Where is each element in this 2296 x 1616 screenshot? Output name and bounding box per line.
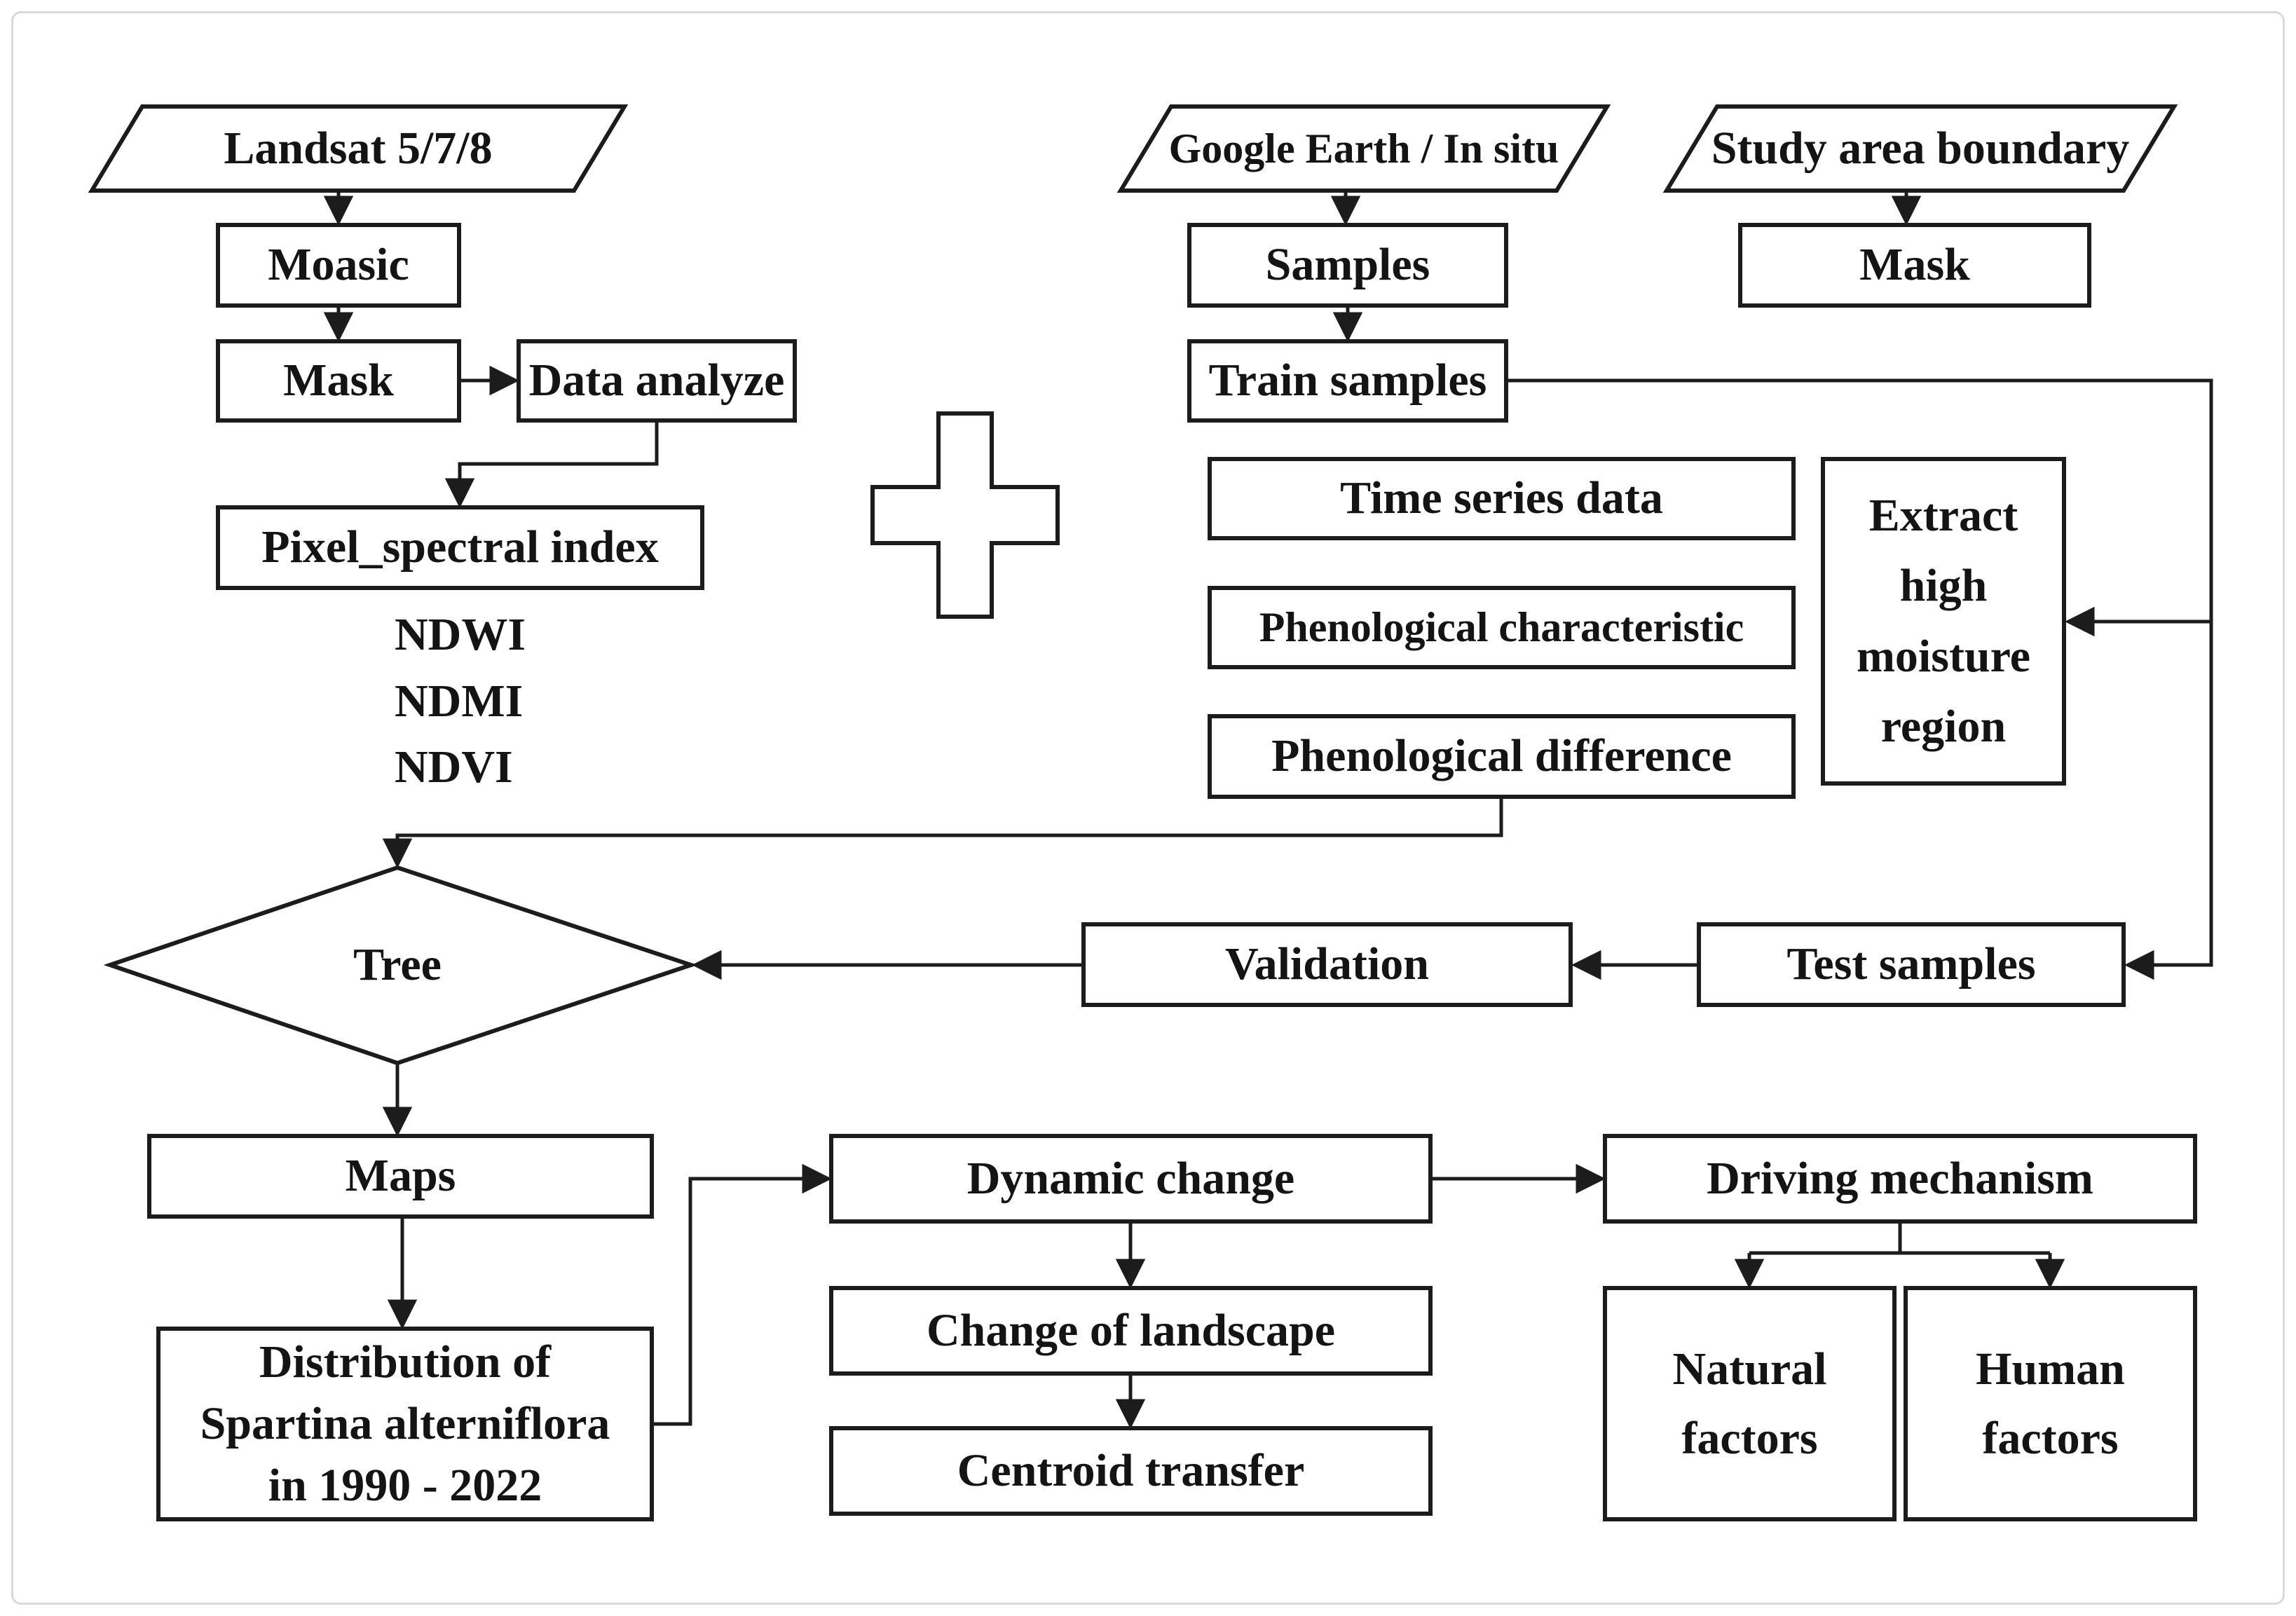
node-pheno-difference-label: Phenological difference xyxy=(1210,716,1793,797)
node-centroid-transfer-text: Centroid transfer xyxy=(957,1444,1305,1496)
node-landsat-text: Landsat 5/7/8 xyxy=(224,122,493,174)
edge-driving-mechanism-branch-line xyxy=(1749,1221,2050,1255)
node-google-earth-shape xyxy=(1116,104,1611,193)
spectral-index-ndwi-text: NDWI xyxy=(395,608,526,660)
node-extract-region-line2: high xyxy=(1899,560,1988,612)
node-moasic-text: Moasic xyxy=(268,239,409,291)
node-time-series-shape xyxy=(1208,457,1796,540)
node-test-samples-label: Test samples xyxy=(1699,924,2124,1005)
node-driving-mechanism-text: Driving mechanism xyxy=(1707,1152,2093,1204)
spectral-index-ndwi-label: NDWI xyxy=(395,607,689,663)
node-pheno-characteristic-shape xyxy=(1208,586,1796,669)
node-change-landscape-text: Change of landscape xyxy=(926,1304,1336,1356)
node-test-samples-text: Test samples xyxy=(1786,938,2036,990)
spectral-index-ndmi-text: NDMI xyxy=(395,675,524,727)
node-driving-mechanism-label: Driving mechanism xyxy=(1605,1136,2195,1221)
node-pheno-difference-text: Phenological difference xyxy=(1271,730,1732,782)
node-landsat-label: Landsat 5/7/8 xyxy=(106,107,610,191)
edge-train-samples-to-test-samples-arrow xyxy=(2124,622,2213,980)
node-samples-label: Samples xyxy=(1189,225,1506,306)
node-human-factors-label: Human factors xyxy=(1906,1288,2195,1519)
node-distribution-line3: in 1990 - 2022 xyxy=(268,1459,542,1511)
node-tree-shape xyxy=(103,865,698,1066)
node-natural-factors-label: Natural factors xyxy=(1605,1288,1894,1519)
node-pheno-difference-shape xyxy=(1208,714,1796,799)
node-human-factors-line1: Human xyxy=(1976,1343,2125,1395)
node-change-landscape-label: Change of landscape xyxy=(831,1288,1430,1374)
node-train-samples-text: Train samples xyxy=(1208,355,1487,406)
plus-operator-icon xyxy=(870,411,1060,619)
node-mask-left-text: Mask xyxy=(283,355,394,406)
node-extract-region-shape xyxy=(1821,457,2066,786)
node-human-factors-line2: factors xyxy=(1982,1413,2119,1464)
node-extract-region-line4: region xyxy=(1880,700,2007,752)
node-pixel-spectral-index-text: Pixel_spectral index xyxy=(261,521,659,573)
node-validation-label: Validation xyxy=(1084,924,1571,1005)
node-pheno-characteristic-text: Phenological characteristic xyxy=(1259,604,1744,650)
node-maps-shape xyxy=(147,1134,654,1219)
node-maps-text: Maps xyxy=(345,1150,456,1202)
node-change-landscape-shape xyxy=(829,1286,1433,1376)
edge-pheno-difference-to-tree-arrow xyxy=(382,797,1503,868)
node-natural-factors-line1: Natural xyxy=(1672,1343,1827,1395)
node-human-factors-shape xyxy=(1904,1286,2197,1521)
node-validation-text: Validation xyxy=(1224,938,1429,990)
node-distribution-line2: Spartina alterniflora xyxy=(200,1398,610,1450)
node-tree-label: Tree xyxy=(222,923,573,1007)
node-time-series-label: Time series data xyxy=(1210,459,1793,538)
node-train-samples-label: Train samples xyxy=(1189,341,1506,420)
node-samples-text: Samples xyxy=(1265,239,1430,291)
node-natural-factors-shape xyxy=(1603,1286,1897,1521)
node-time-series-text: Time series data xyxy=(1340,472,1663,524)
edge-train-samples-to-extract-region-arrow xyxy=(1506,378,2213,637)
node-dynamic-change-text: Dynamic change xyxy=(966,1152,1295,1204)
node-data-analyze-text: Data analyze xyxy=(528,355,785,406)
node-maps-label: Maps xyxy=(149,1136,652,1217)
node-data-analyze-shape xyxy=(517,339,797,423)
node-dynamic-change-label: Dynamic change xyxy=(831,1136,1430,1221)
node-study-area-shape xyxy=(1662,104,2178,193)
node-extract-region-line1: Extract xyxy=(1868,489,2018,541)
node-distribution-line1: Distribution of xyxy=(259,1336,552,1388)
node-data-analyze-label: Data analyze xyxy=(519,341,795,420)
edge-data-analyze-to-pixel-index-arrow xyxy=(444,420,659,508)
node-centroid-transfer-label: Centroid transfer xyxy=(831,1428,1430,1514)
node-google-earth-text: Google Earth / In situ xyxy=(1168,125,1559,172)
node-mask-right-shape xyxy=(1738,223,2091,308)
node-distribution-label: Distribution of Spartina alterniflora in… xyxy=(158,1329,652,1519)
node-landsat-shape xyxy=(88,104,629,193)
node-tree-text: Tree xyxy=(353,938,442,990)
node-moasic-label: Moasic xyxy=(218,225,459,306)
node-study-area-label: Study area boundary xyxy=(1681,107,2160,191)
node-mask-right-label: Mask xyxy=(1740,225,2089,306)
node-study-area-text: Study area boundary xyxy=(1711,122,2130,174)
node-test-samples-shape xyxy=(1697,922,2126,1007)
node-driving-mechanism-shape xyxy=(1603,1134,2197,1224)
spectral-index-ndvi-label: NDVI xyxy=(395,739,689,795)
node-google-earth-label: Google Earth / In situ xyxy=(1135,107,1593,191)
node-extract-region-label: Extract high moisture region xyxy=(1823,459,2064,783)
node-pheno-characteristic-label: Phenological characteristic xyxy=(1210,588,1793,667)
node-centroid-transfer-shape xyxy=(829,1426,1433,1516)
node-pixel-spectral-index-label: Pixel_spectral index xyxy=(218,507,702,588)
spectral-index-ndvi-text: NDVI xyxy=(395,741,513,793)
node-mask-left-label: Mask xyxy=(218,341,459,420)
node-extract-region-line3: moisture xyxy=(1856,630,2031,682)
node-natural-factors-line2: factors xyxy=(1681,1413,1818,1464)
edge-distribution-to-dynamic-change-arrow xyxy=(652,1163,832,1426)
node-distribution-shape xyxy=(156,1327,654,1521)
spectral-index-ndmi-label: NDMI xyxy=(395,673,689,730)
node-mask-right-text: Mask xyxy=(1859,239,1970,291)
